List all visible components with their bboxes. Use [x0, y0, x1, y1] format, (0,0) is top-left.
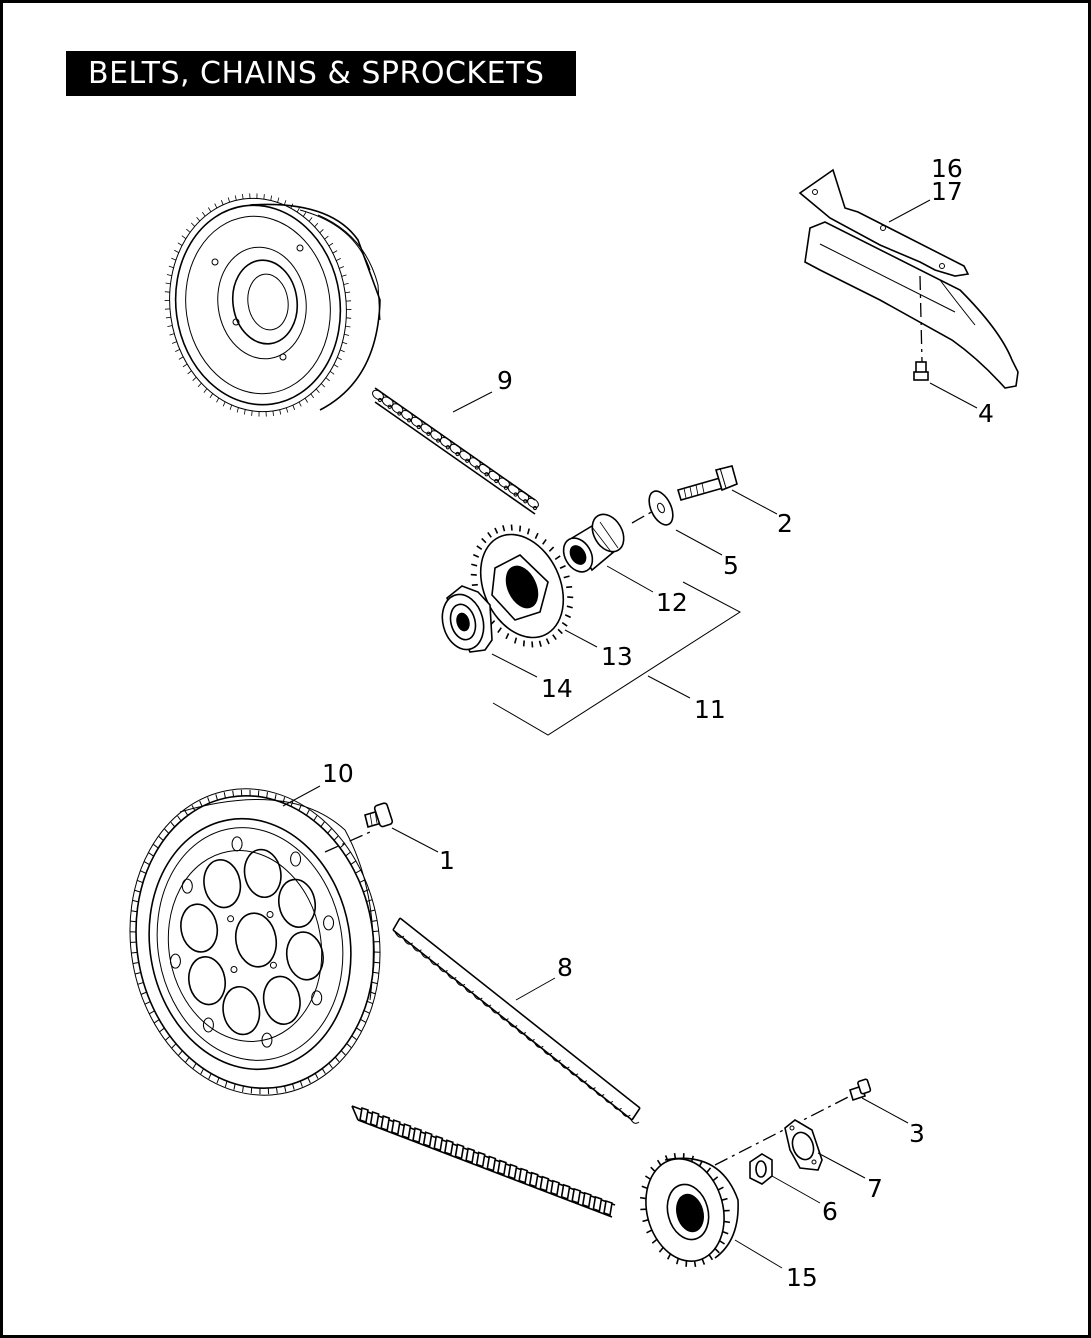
callout-9: 9: [497, 366, 513, 395]
rear-belt-sprocket-10: [129, 788, 381, 1096]
callout-2: 2: [777, 509, 793, 538]
callout-4: 4: [978, 399, 994, 428]
primary-chain: [372, 387, 539, 515]
callout-5: 5: [723, 551, 739, 580]
sprocket-shaft-extension-12: [562, 513, 625, 573]
lock-plate-7: [784, 1119, 823, 1171]
callout-17: 17: [931, 177, 963, 206]
callout-10: 10: [322, 759, 354, 788]
engine-sprocket-13: [470, 524, 574, 648]
transmission-pulley-15: [639, 1152, 739, 1268]
washer-5: [648, 490, 674, 526]
bolt-2-axis: [631, 509, 656, 524]
secondary-drive-belt-8: [351, 917, 641, 1218]
bolt-1-axis: [324, 831, 371, 853]
callout-3: 3: [909, 1119, 925, 1148]
callout-14: 14: [541, 674, 573, 703]
pulley-nut-6: [749, 1153, 773, 1185]
callout-16: 16: [931, 154, 963, 183]
callout-7: 7: [867, 1174, 883, 1203]
callout-1: 1: [439, 846, 455, 875]
callout-15: 15: [786, 1263, 818, 1292]
screw-4: [913, 361, 929, 381]
sprocket-bolt-1: [364, 802, 394, 829]
callout-13: 13: [601, 642, 633, 671]
kit-11-bracket: [492, 581, 741, 736]
clutch-shell-sprocket: [164, 193, 381, 417]
page-title: BELTS, CHAINS & SPROCKETS: [66, 51, 576, 96]
callout-8: 8: [557, 953, 573, 982]
leader-lines: [282, 199, 978, 1269]
bolt-2: [677, 465, 738, 501]
callout-6: 6: [822, 1197, 838, 1226]
compensator-cam-14: [441, 585, 493, 653]
pulley-screw-3: [849, 1078, 872, 1102]
chain-guard-bracket: [798, 168, 1019, 389]
callout-11: 11: [694, 695, 726, 724]
callout-12: 12: [656, 588, 688, 617]
